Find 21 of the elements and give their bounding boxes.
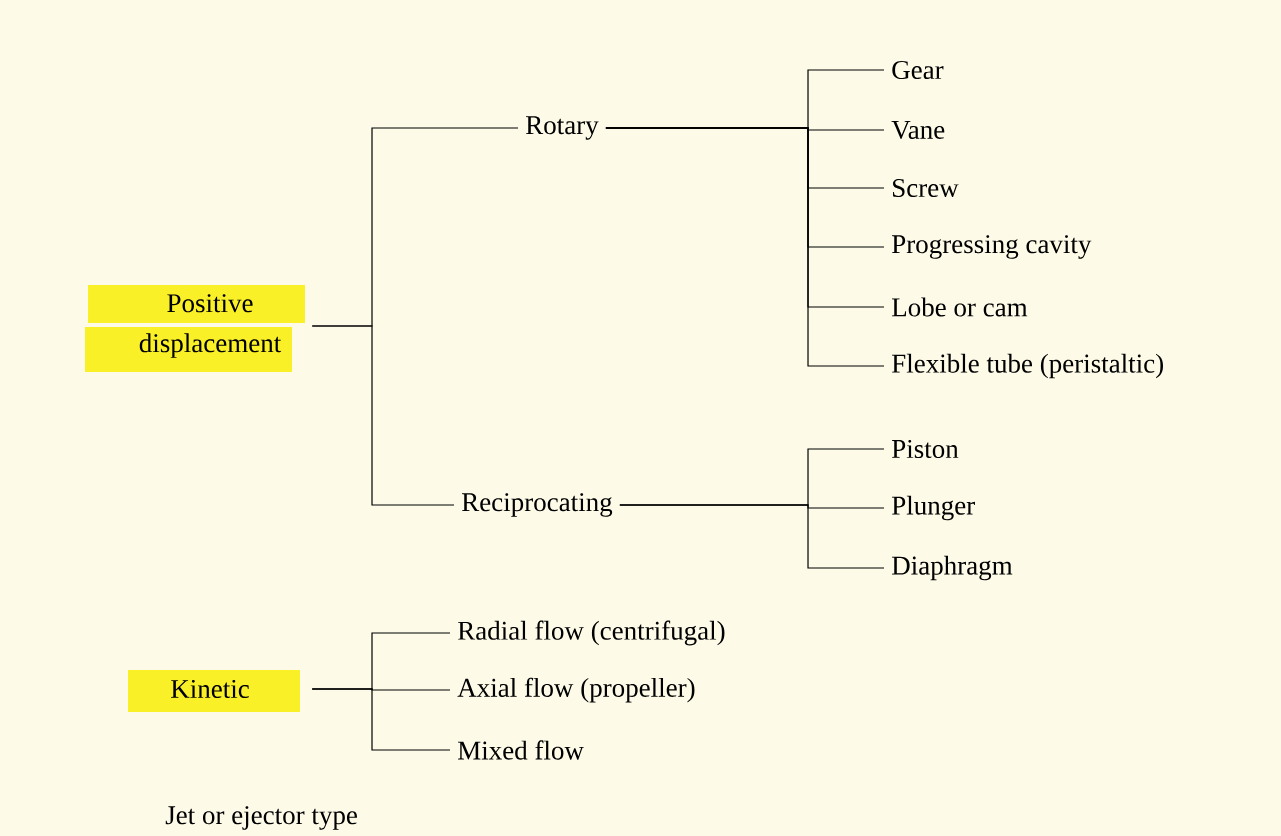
category-label: Screw: [893, 178, 959, 198]
category-label: Diaphragm: [892, 555, 1013, 581]
category-label: Piston: [892, 439, 959, 459]
category-label: Vane: [891, 120, 945, 140]
category-label: Lobe or cam: [892, 297, 1028, 317]
category-label: Progressing cavity: [892, 235, 1092, 259]
category-label: Flexible tube (peristaltic): [892, 353, 1163, 379]
category-label: Rotary: [526, 116, 599, 140]
category-label: Radial flow (centrifugal): [458, 620, 725, 646]
category-label: Plunger: [892, 495, 975, 521]
category-label: Mixed flow: [458, 740, 584, 760]
category-label: Gear: [892, 60, 944, 80]
category-label: Positive displacement: [139, 294, 282, 358]
category-label: Axial flow (propeller): [457, 677, 695, 703]
tree-connector: [619, 504, 885, 569]
tree-connector: [311, 325, 455, 506]
tree-connector: [605, 127, 885, 367]
tree-connector: [311, 688, 451, 751]
category-label: Jet or ejector type: [165, 806, 357, 830]
category-label: Kinetic: [171, 679, 249, 699]
category-label: Reciprocating: [462, 493, 613, 517]
